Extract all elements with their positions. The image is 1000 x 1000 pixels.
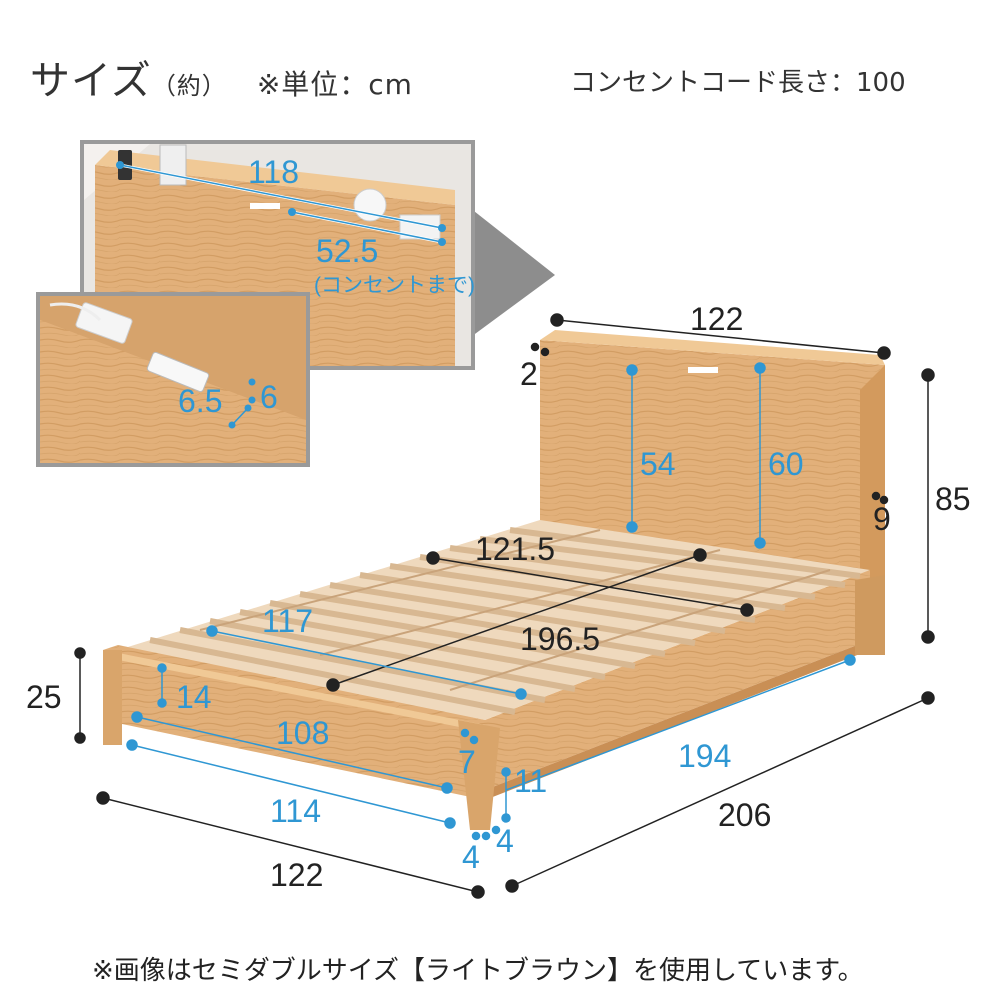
dim-label-slot-depth: 6 xyxy=(260,379,278,415)
inset-pointer xyxy=(460,200,555,345)
title-text: サイズ xyxy=(30,58,152,104)
dim-label-inner-width: 121.5 xyxy=(475,531,555,567)
dim-label-foot-inner: 108 xyxy=(276,715,329,751)
inset-frame xyxy=(159,144,187,186)
dim-label-52-5: 52.5 xyxy=(316,233,378,269)
inset-outlet-slot xyxy=(250,203,280,209)
inset-slot: 6.5 6 xyxy=(36,292,310,467)
bed-illustration xyxy=(103,330,885,830)
unit-note: ※単位：cm xyxy=(256,68,413,101)
headboard xyxy=(540,340,885,575)
dim-label-total-width: 122 xyxy=(270,857,323,893)
page-title: サイズ（約） ※単位：cm xyxy=(30,48,413,106)
title-approx: （約） xyxy=(151,72,227,100)
side-rail xyxy=(485,570,870,790)
footboard xyxy=(103,645,485,800)
dim-label-slot-width: 6.5 xyxy=(178,383,222,419)
dim-label-leg-top: 7 xyxy=(458,744,476,780)
dim-label-total-height: 85 xyxy=(935,481,971,517)
dim-label-rail-height: 14 xyxy=(176,679,212,715)
dim-label-height-54: 54 xyxy=(640,446,676,482)
dim-label-leg-w1: 4 xyxy=(462,839,480,875)
dim-label-foot-outer: 114 xyxy=(270,793,321,829)
dim-label-total-length: 206 xyxy=(718,797,771,833)
dim-label-headboard-width: 122 xyxy=(690,301,743,337)
dim-label-height-60: 60 xyxy=(768,446,804,482)
smartphone-icon xyxy=(146,351,210,393)
dim-label-inner-length: 196.5 xyxy=(520,621,600,657)
dim-label-side-9: 9 xyxy=(873,501,891,537)
leg-back xyxy=(855,575,885,655)
dim-label-leg-w2: 4 xyxy=(496,823,514,859)
cord-length-note: コンセントコード長さ：100 xyxy=(570,68,906,98)
dim-label-under-length: 194 xyxy=(678,738,731,774)
dim-label-slat-width: 117 xyxy=(262,603,313,639)
leg-left xyxy=(103,650,122,745)
dim-label-118: 118 xyxy=(248,154,299,190)
footer-note: ※画像はセミダブルサイズ【ライトブラウン】を使用しています。 xyxy=(92,956,864,986)
leg-front xyxy=(458,720,500,830)
dim-note-outlet: (コンセントまで) xyxy=(314,274,475,297)
headboard-outlet xyxy=(688,367,718,373)
dims-blue xyxy=(126,362,856,841)
dim-label-headboard-top: 2 xyxy=(520,356,538,392)
dims-black xyxy=(74,313,935,899)
dim-label-floor-height: 25 xyxy=(26,679,62,715)
dim-label-leg-height: 11 xyxy=(514,763,547,799)
